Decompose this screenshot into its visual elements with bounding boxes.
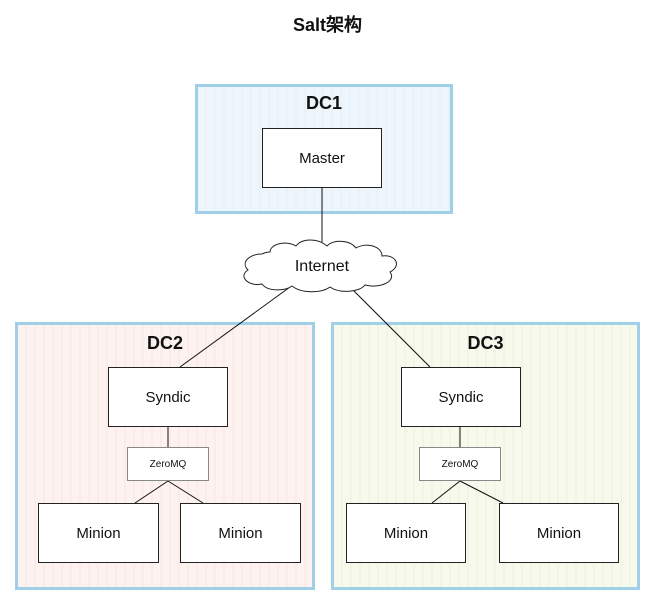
diagram-title: Salt架构 [292, 15, 362, 35]
internet-cloud-icon [243, 239, 397, 293]
dc3-minion-node-1: Minion [346, 503, 466, 563]
dc2-label: DC2 [146, 333, 183, 353]
dc1-label: DC1 [305, 93, 342, 113]
dc2-syndic-node: Syndic [108, 367, 228, 427]
dc3-syndic-node: Syndic [401, 367, 521, 427]
dc2-minion-node-1: Minion [38, 503, 159, 563]
dc2-minion-node-2: Minion [180, 503, 301, 563]
dc3-zeromq-minion2-link [459, 480, 504, 504]
dc3-zeromq-node: ZeroMQ [419, 447, 501, 481]
dc3-minion-node-2: Minion [499, 503, 619, 563]
internet-label: Internet [294, 258, 350, 275]
internet-dc2-link [179, 286, 291, 368]
dc3-zeromq-minion1-link [431, 480, 461, 504]
dc2-zeromq-minion2-link [167, 480, 204, 504]
dc2-zeromq-minion1-link [134, 480, 169, 504]
internet-dc3-link [349, 286, 431, 368]
dc2-zeromq-node: ZeroMQ [127, 447, 209, 481]
dc3-label: DC3 [467, 333, 504, 353]
master-node: Master [262, 128, 382, 188]
